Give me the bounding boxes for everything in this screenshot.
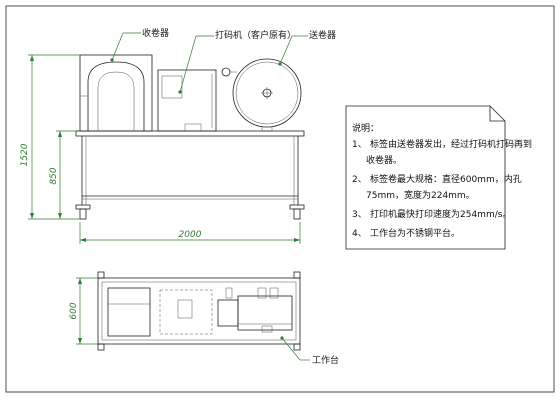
rewinder-top — [107, 287, 151, 337]
printer-top — [159, 289, 213, 335]
label-rewinder: 收卷器 — [142, 27, 169, 39]
label-printer: 打码机（客户原有） — [215, 29, 296, 41]
dim-total-height: 1520 — [20, 143, 30, 166]
note-2-line-1: 标签卷最大规格：直径600mm，内孔 — [370, 173, 522, 185]
label-worktable: 工作台 — [312, 354, 339, 366]
label-path — [217, 299, 239, 327]
note-1-line-1: 标签由送卷器发出，经过打码机打码再到 — [370, 138, 532, 150]
note-1-num: 1、 — [352, 140, 367, 150]
table-top — [75, 130, 305, 137]
front-dimensions — [28, 54, 301, 244]
note-4-line-1: 工作台为不锈钢平台。 — [370, 227, 460, 239]
note-4-num: 4、 — [352, 229, 367, 239]
dim-length: 2000 — [179, 230, 202, 240]
note-3-line-1: 打印机最快打印速度为254mm/s。 — [370, 208, 511, 220]
notes-box — [345, 105, 506, 250]
worktable-leader — [280, 336, 310, 361]
drawing-frame — [5, 5, 555, 393]
note-2-line-2: 75mm，宽度为224mm。 — [366, 189, 475, 201]
worktable-top — [97, 277, 301, 345]
front-leaders — [110, 32, 308, 94]
dim-table-height: 850 — [49, 167, 59, 184]
label-unwinder: 送卷器 — [309, 29, 336, 41]
dim-depth: 600 — [69, 302, 79, 319]
table-frame — [75, 136, 305, 220]
note-1-line-2: 收卷器。 — [366, 154, 402, 166]
rewinder-machine — [79, 54, 153, 132]
note-2-num: 2、 — [352, 175, 367, 185]
top-view — [97, 271, 301, 351]
notes-title: 说明： — [352, 122, 379, 134]
unwinder-machine — [232, 58, 302, 132]
printer-machine — [157, 67, 237, 132]
unwinder-top — [237, 295, 293, 331]
front-view — [75, 54, 305, 220]
top-dimensions — [76, 277, 98, 345]
note-3-num: 3、 — [352, 210, 367, 220]
